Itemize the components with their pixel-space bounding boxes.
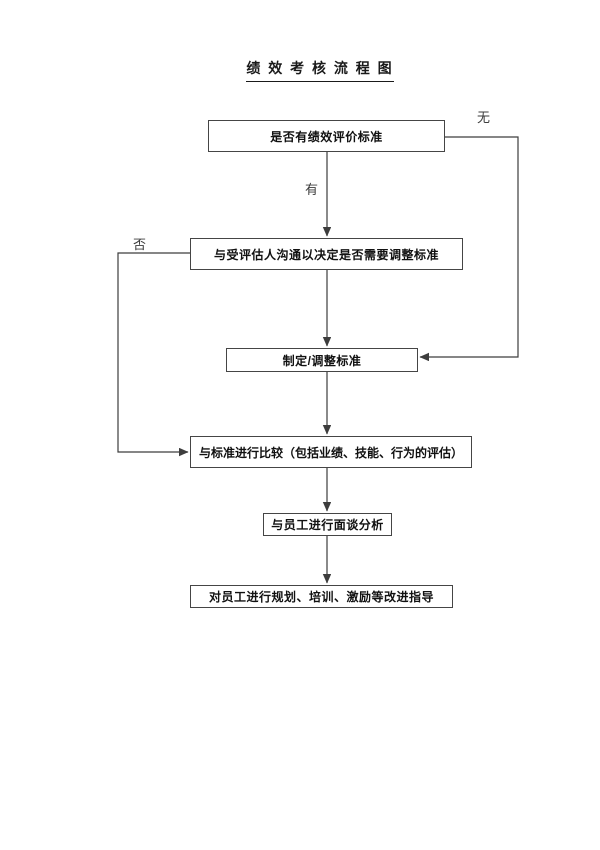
flow-node-has-evaluation-standard: 是否有绩效评价标准 bbox=[208, 120, 445, 152]
flow-node-communicate-with-assessee: 与受评估人沟通以决定是否需要调整标准 bbox=[190, 238, 463, 270]
page-title-text: 绩 效 考 核 流 程 图 bbox=[246, 58, 394, 82]
flow-node-compare-with-standard: 与标准进行比较（包括业绩、技能、行为的评估） bbox=[190, 436, 472, 468]
flow-node-set-adjust-standard: 制定/调整标准 bbox=[226, 348, 418, 372]
edge-label-no-adjust: 否 bbox=[133, 237, 147, 252]
arrow-branch-no-adjust bbox=[117, 252, 190, 457]
page-title: 绩 效 考 核 流 程 图 bbox=[0, 58, 600, 82]
flow-node-improvement-guidance: 对员工进行规划、培训、激励等改进指导 bbox=[190, 585, 453, 608]
flow-node-interview-analysis: 与员工进行面谈分析 bbox=[263, 513, 392, 536]
edge-label-no-standard: 无 bbox=[477, 110, 491, 125]
arrow-branch-no-standard bbox=[419, 136, 519, 362]
edge-label-yes: 有 bbox=[305, 182, 319, 197]
